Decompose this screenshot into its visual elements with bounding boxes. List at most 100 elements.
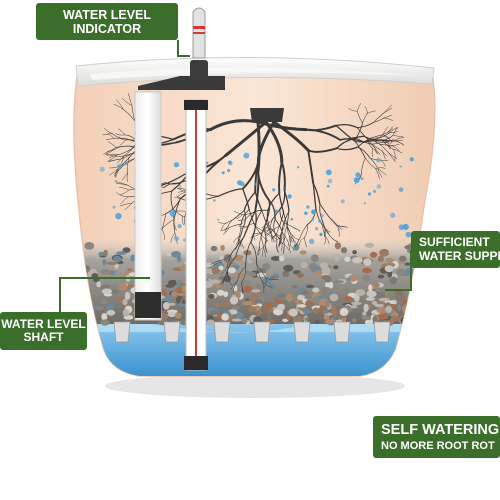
gravel-stone — [391, 312, 399, 318]
gravel-stone — [210, 267, 221, 275]
gravel-stone — [77, 294, 88, 298]
root-branch — [115, 133, 126, 136]
gravel-stone — [172, 267, 183, 272]
root-branch — [362, 113, 368, 124]
root-branch — [283, 244, 285, 254]
water-bubble — [170, 212, 175, 217]
root-branch — [242, 209, 246, 228]
gravel-stone — [74, 297, 79, 305]
gravel-stone — [277, 303, 285, 311]
root-branch — [260, 236, 265, 249]
root-branch — [289, 235, 293, 243]
root-branch — [102, 133, 113, 136]
gravel-stone — [162, 302, 170, 310]
gravel-stone — [343, 296, 353, 302]
root-branch — [118, 136, 127, 141]
label-line: WATER LEVEL — [63, 7, 151, 22]
root-branch — [357, 146, 371, 159]
water-bubble — [114, 179, 118, 183]
root-branch — [116, 153, 131, 157]
gravel-stone — [362, 311, 367, 316]
gravel-stone — [116, 251, 127, 256]
root-branch — [107, 141, 117, 148]
root-branch — [389, 153, 397, 163]
gravel-stone — [181, 284, 186, 293]
connector-shaft — [59, 277, 150, 312]
gravel-stone — [84, 242, 95, 250]
label-line: SHAFT — [23, 330, 64, 344]
water-bubble — [318, 219, 322, 223]
root-branch — [256, 120, 308, 132]
gravel-stone — [378, 297, 390, 302]
root-branch — [227, 272, 232, 286]
root-branch — [367, 138, 375, 148]
gravel-stone — [279, 255, 285, 262]
gravel-stone — [420, 314, 430, 321]
gravel-stone — [102, 259, 107, 266]
root-branch — [242, 212, 254, 216]
root-branch — [226, 256, 236, 273]
gravel-stone — [209, 279, 221, 284]
root-branch — [306, 207, 317, 226]
pot-rim-inner — [90, 67, 420, 80]
root-branch — [261, 224, 267, 228]
root-branch — [210, 260, 221, 265]
root-branch — [304, 237, 307, 247]
root-branch — [243, 209, 256, 238]
root-branch — [379, 144, 392, 146]
gravel-stone — [385, 257, 394, 264]
root-branch — [379, 144, 390, 154]
root-branch — [272, 208, 281, 220]
root-branch — [239, 219, 246, 226]
root-branch — [274, 237, 281, 243]
water-level-shaft — [134, 91, 162, 321]
water-bubble — [337, 228, 340, 231]
gravel-stone — [364, 242, 374, 248]
root-branch — [383, 139, 395, 143]
root-branch — [221, 223, 226, 231]
indicator-base — [190, 60, 208, 80]
root-branch — [304, 124, 338, 132]
root-branch — [265, 277, 279, 281]
root-branch — [259, 236, 262, 248]
root-branch — [324, 227, 331, 233]
gravel-stone — [323, 315, 330, 320]
root-branch — [284, 223, 294, 228]
label-line: NO MORE ROOT ROT — [381, 439, 495, 452]
root-branch — [279, 234, 281, 245]
water-bubble — [311, 218, 315, 222]
root-branch — [256, 263, 267, 279]
root-branch — [361, 157, 366, 174]
root-branch — [392, 148, 396, 161]
gravel-stone — [176, 296, 181, 304]
gravel-stone — [362, 274, 371, 282]
gravel-stone — [423, 312, 433, 321]
root-branch — [336, 137, 357, 149]
gravel-stone — [408, 320, 418, 325]
root-branch — [257, 247, 260, 256]
water-bubble — [173, 235, 180, 242]
gravel-stone — [365, 297, 375, 301]
gravel-stone — [297, 273, 304, 278]
root-branch — [383, 117, 393, 121]
gravel-stone — [407, 307, 417, 314]
gravel-stone — [250, 293, 258, 301]
gravel-stone — [283, 264, 294, 272]
gravel-stone — [177, 292, 187, 297]
root-branch — [266, 227, 271, 233]
gravel-stone — [404, 262, 411, 266]
root-branch — [237, 219, 246, 221]
gravel-stone — [80, 286, 89, 290]
gravel-stone — [80, 286, 89, 293]
root-branch — [233, 209, 245, 220]
gravel-stone — [171, 291, 178, 297]
pot-shadow — [105, 374, 405, 398]
gravel-stone — [234, 254, 244, 262]
water-bubble — [400, 165, 403, 168]
root-branch — [182, 215, 185, 226]
root-branch — [298, 237, 305, 246]
gravel-stone — [425, 318, 431, 326]
root-branch — [382, 134, 391, 140]
water-bubble — [327, 178, 333, 184]
gravel-stone — [214, 283, 222, 288]
